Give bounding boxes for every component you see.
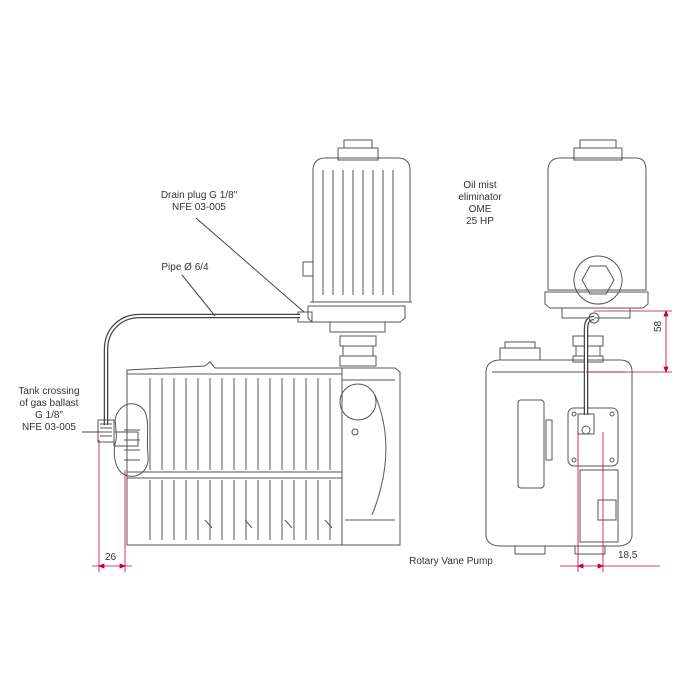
drain-plug-label: Drain plug G 1/8" NFE 03-005 (136, 190, 262, 214)
leader-pipe (181, 274, 216, 317)
dimension-58 (586, 309, 672, 374)
pipe-label: Pipe Ø 6/4 (140, 262, 230, 274)
pipe-front-view (583, 315, 595, 415)
oil-mist-eliminator-side-view (297, 139, 412, 367)
tank-crossing-fitting (97, 419, 139, 447)
rotary-vane-pump-label: Rotary Vane Pump (396, 556, 506, 568)
pump-label-text: Rotary Vane Pump (409, 556, 493, 567)
oil-mist-line-4: 25 HP (466, 216, 494, 227)
dimension-26 (92, 440, 132, 572)
oil-mist-eliminator-front-view (544, 139, 649, 363)
leader-drain-plug (195, 217, 305, 313)
pump-body-front-view (485, 341, 633, 555)
dimension-18-5-label: 18,5 (618, 550, 638, 561)
oil-mist-eliminator-label: Oil mist eliminator OME 25 HP (440, 180, 520, 228)
dimension-58-label: 58 (653, 320, 664, 332)
oil-mist-line-2: eliminator (458, 192, 502, 203)
tank-crossing-label: Tank crossing of gas ballast G 1/8" NFE … (4, 386, 94, 434)
tank-crossing-line-1: Tank crossing (18, 386, 80, 397)
oil-mist-line-3: OME (468, 204, 492, 215)
drain-plug-line-1: Drain plug G 1/8" (160, 190, 238, 201)
oil-mist-line-1: Oil mist (463, 180, 497, 191)
drain-plug-line-2: NFE 03-005 (172, 202, 226, 213)
tank-crossing-front (577, 413, 595, 435)
tank-crossing-line-3: G 1/8" (34, 410, 63, 421)
drain-fitting-front (588, 312, 600, 324)
tank-crossing-line-2: of gas ballast (19, 398, 79, 409)
pipe-6-4 (103, 313, 300, 425)
tank-crossing-line-4: NFE 03-005 (22, 422, 76, 433)
dimension-18-5 (560, 432, 660, 572)
pump-body-side-view (113, 361, 401, 546)
pipe-label-text: Pipe Ø 6/4 (161, 262, 209, 273)
dimension-26-label: 26 (105, 552, 117, 563)
